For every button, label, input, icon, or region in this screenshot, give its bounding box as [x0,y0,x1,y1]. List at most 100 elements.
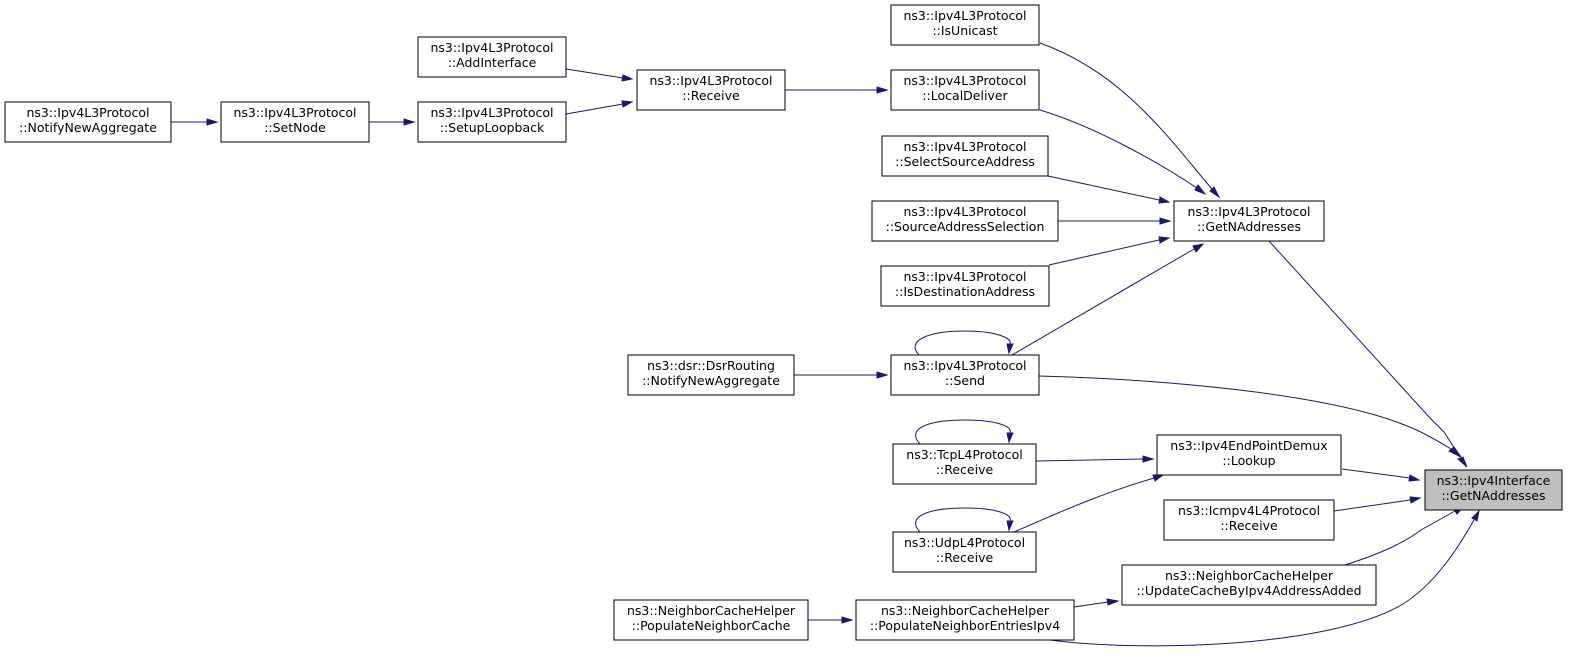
node-icmp_receive[interactable]: ns3::Icmpv4L4Protocol::Receive [1163,499,1335,541]
edge-lookup-to-target [1341,468,1421,482]
edge-populate_entries-to-updatecache [1073,598,1120,608]
node-receive_ipv4[interactable]: ns3::Ipv4L3Protocol::Receive [636,69,786,111]
node-notifyagg_ipv4[interactable]: ns3::Ipv4L3Protocol::NotifyNewAggregate [4,101,172,143]
arrowhead [1192,243,1205,253]
node-box [855,599,1075,641]
node-label-method: ::PopulateNeighborEntriesIpv4 [870,618,1060,633]
arrowhead [621,74,634,82]
arrowhead [621,100,634,108]
edge-icmp_receive-to-target [1333,496,1422,512]
node-label-class: ns3::NeighborCacheHelper [881,603,1050,618]
node-label-class: ns3::Ipv4L3Protocol [903,73,1026,88]
node-label-class: ns3::NeighborCacheHelper [627,603,796,618]
node-label-method: ::Send [945,373,985,388]
edge-line [914,330,1011,356]
edge-isdest-to-ipv4l3_getnaddr [1048,236,1171,266]
node-selectsrc[interactable]: ns3::Ipv4L3Protocol::SelectSourceAddress [881,135,1049,177]
node-label-method: ::Receive [936,550,994,565]
node-box [890,354,1040,396]
edge-localdeliver-to-ipv4l3_getnaddr [1039,109,1207,196]
node-label-method: ::GetNAddresses [1197,219,1301,234]
edge-line [915,507,1011,533]
node-label-method: ::NotifyNewAggregate [642,373,780,388]
node-dsr_notify[interactable]: ns3::dsr::DsrRouting::NotifyNewAggregate [627,354,795,396]
node-label-method: ::SetNode [264,120,326,135]
node-label-method: ::SetupLoopback [440,120,545,135]
node-label-class: ns3::Ipv4Interface [1437,473,1551,488]
arrowhead [1448,446,1462,458]
node-label-class: ns3::Ipv4L3Protocol [903,204,1026,219]
node-srcaddrsel[interactable]: ns3::Ipv4L3Protocol::SourceAddressSelect… [871,200,1059,242]
edge-setuploopback-to-receive_ipv4 [565,100,634,115]
edge-line [1011,248,1195,356]
node-label-method: ::NotifyNewAggregate [19,120,157,135]
node-box [871,200,1059,242]
arrowhead [1158,236,1171,244]
edge-populate_cache-to-populate_entries [808,616,854,624]
edge-send-to-send [914,330,1014,356]
node-populate_entries[interactable]: ns3::NeighborCacheHelper::PopulateNeighb… [855,599,1075,641]
node-isunicast[interactable]: ns3::Ipv4L3Protocol::IsUnicast [890,4,1040,46]
arrowhead [206,118,219,126]
node-box [1424,469,1563,511]
node-ipv4l3_getnaddr[interactable]: ns3::Ipv4L3Protocol::GetNAddresses [1173,200,1325,242]
arrowhead [403,118,416,126]
node-target[interactable]: ns3::Ipv4Interface::GetNAddresses [1424,469,1563,511]
node-populate_cache[interactable]: ns3::NeighborCacheHelper::PopulateNeighb… [613,599,809,641]
node-send[interactable]: ns3::Ipv4L3Protocol::Send [890,354,1040,396]
node-tcp_receive[interactable]: ns3::TcpL4Protocol::Receive [892,443,1037,485]
edge-populate_entries-to-target [1049,509,1480,647]
edge-line [1048,239,1160,266]
edge-isunicast-to-ipv4l3_getnaddr [1039,42,1221,199]
edge-line [1268,240,1461,458]
node-addinterface[interactable]: ns3::Ipv4L3Protocol::AddInterface [417,36,567,78]
node-label-method: ::Receive [1220,518,1278,533]
node-label-class: ns3::dsr::DsrRouting [647,358,775,373]
arrowhead [1209,186,1221,199]
edge-line [1013,477,1155,533]
node-label-method: ::Lookup [1222,453,1275,468]
node-label-method: ::IsUnicast [932,23,997,38]
edge-line [1038,375,1452,450]
node-box [892,443,1037,485]
arrowhead [1158,196,1171,204]
node-localdeliver[interactable]: ns3::Ipv4L3Protocol::LocalDeliver [890,69,1040,111]
edge-addinterface-to-receive_ipv4 [565,68,634,82]
edge-udp_receive-to-udp_receive [915,507,1014,533]
node-isdest[interactable]: ns3::Ipv4L3Protocol::IsDestinationAddres… [880,265,1050,307]
node-label-method: ::Receive [682,88,740,103]
edge-line [1341,468,1411,479]
node-updatecache[interactable]: ns3::NeighborCacheHelper::UpdateCacheByI… [1121,564,1377,606]
node-label-class: ns3::Ipv4L3Protocol [26,105,149,120]
node-lookup[interactable]: ns3::Ipv4EndPointDemux::Lookup [1156,434,1342,476]
arrowhead [876,86,889,94]
edge-line [1039,109,1198,189]
node-label-method: ::Receive [936,462,994,477]
node-box [1156,434,1342,476]
arrowhead [1159,217,1172,225]
arrowhead [1457,456,1468,468]
node-setuploopback[interactable]: ns3::Ipv4L3Protocol::SetupLoopback [417,101,567,143]
arrowhead [1408,474,1421,482]
node-label-class: ns3::Ipv4L3Protocol [649,73,772,88]
node-label-class: ns3::Ipv4L3Protocol [903,139,1026,154]
edge-line [565,68,624,79]
node-label-method: ::SelectSourceAddress [895,154,1035,169]
node-box [881,135,1049,177]
node-udp_receive[interactable]: ns3::UdpL4Protocol::Receive [892,531,1037,573]
edge-line [1035,458,1144,462]
node-box [1163,499,1335,541]
edge-line [915,419,1011,445]
node-label-class: ns3::Ipv4L3Protocol [903,269,1026,284]
edge-srcaddrsel-to-ipv4l3_getnaddr [1058,217,1172,225]
edge-notifyagg_ipv4-to-setnode [171,118,219,126]
node-setnode[interactable]: ns3::Ipv4L3Protocol::SetNode [220,101,370,143]
edge-tcp_receive-to-tcp_receive [915,419,1014,445]
node-box [1121,564,1377,606]
edge-setnode-to-setuploopback [369,118,416,126]
node-box [1173,200,1325,242]
node-label-method: ::GetNAddresses [1441,488,1545,503]
node-box [417,101,567,143]
arrowhead [876,371,889,379]
edge-ipv4l3_getnaddr-to-target [1268,240,1468,468]
